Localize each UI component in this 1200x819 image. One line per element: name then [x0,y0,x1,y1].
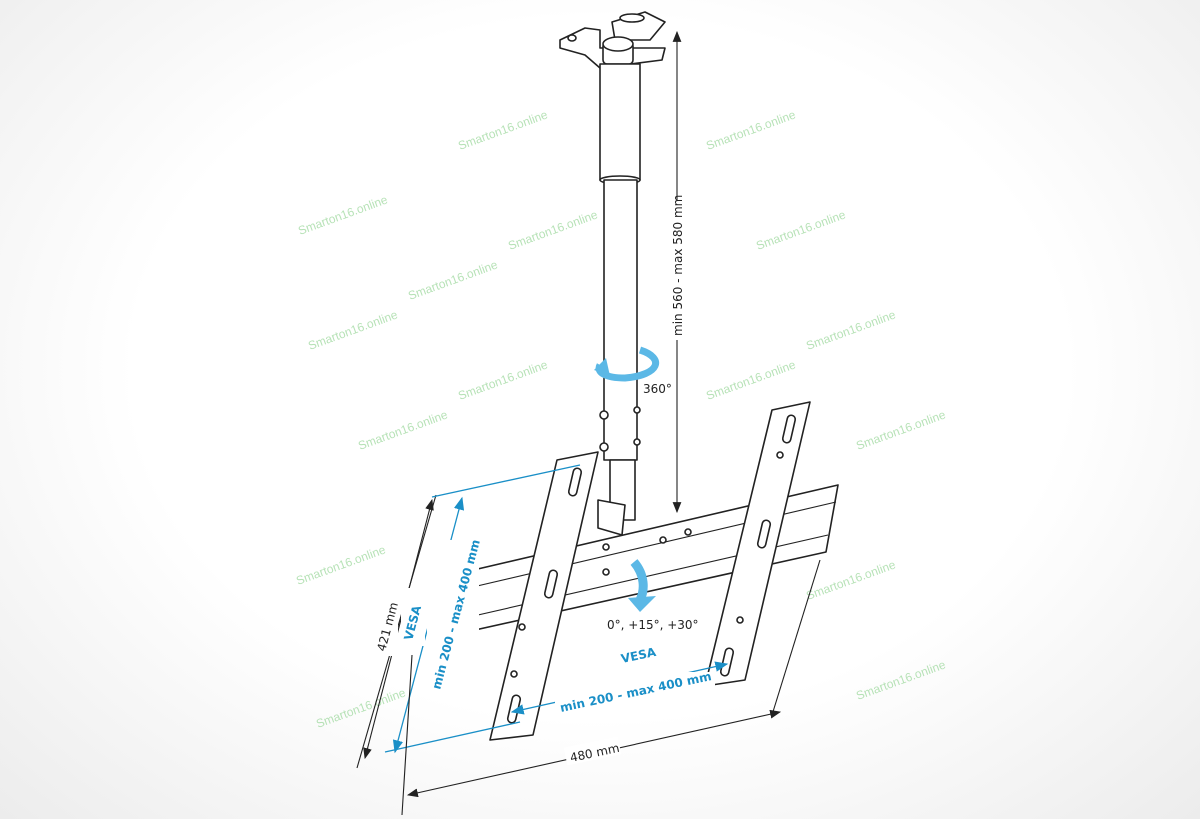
watermark: Smarton16.online [704,357,797,402]
watermark: Smarton16.online [456,357,549,402]
watermark: Smarton16.online [704,107,797,152]
watermark: Smarton16.online [406,257,499,302]
telescopic-pole [597,63,641,536]
watermark: Smarton16.online [506,207,599,252]
watermark: Smarton16.online [356,407,449,452]
watermark: Smarton16.online [854,407,947,452]
rotation-label: 360° [643,382,672,396]
watermark: Smarton16.online [754,207,847,252]
right-vesa-plate [704,401,811,687]
ceiling-bracket [559,11,666,69]
watermark: Smarton16.online [294,542,387,587]
tilt-label: 0°, +15°, +30° [607,618,699,632]
rotation-arrow [594,346,660,382]
watermark: Smarton16.online [456,107,549,152]
watermark: Smarton16.online [804,307,897,352]
tilt-arrow [628,559,656,612]
pole-length-label: min 560 - max 580 mm [671,195,685,336]
watermark: Smarton16.online [306,307,399,352]
watermark: Smarton16.online [296,192,389,237]
watermark: Smarton16.online [854,657,947,702]
watermark: Smarton16.online [314,685,407,730]
